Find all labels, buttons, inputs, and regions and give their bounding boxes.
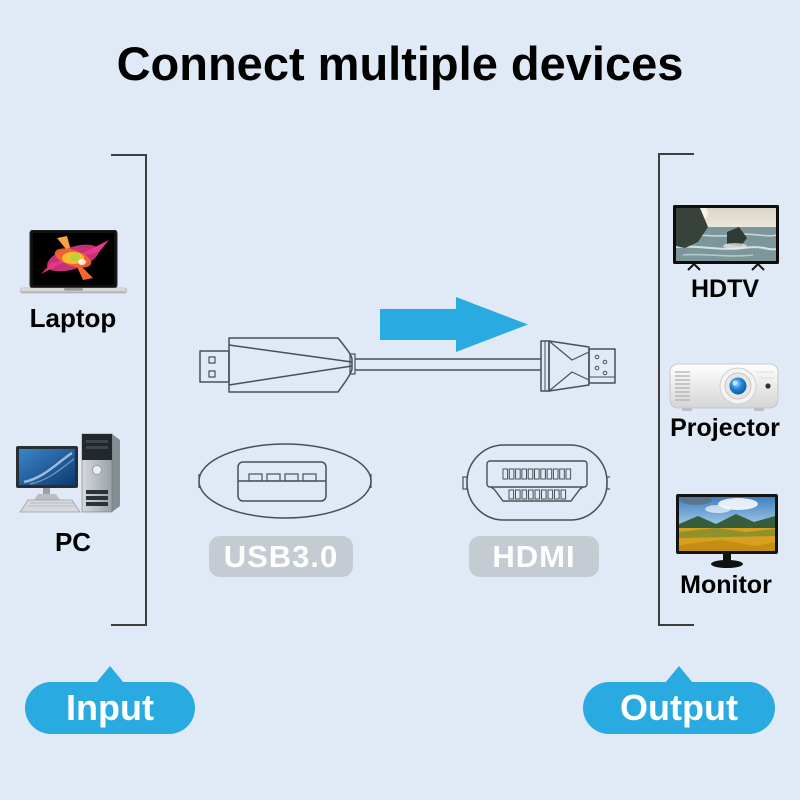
pc-label: PC: [54, 527, 92, 557]
usb-to-hdmi-cable-drawing: [199, 337, 616, 393]
hdmi-port-icon: [462, 444, 610, 521]
output-pointer-icon: [665, 666, 693, 683]
hdtv-label: HDTV: [690, 275, 760, 303]
adapter-drawing: [199, 297, 616, 393]
right-bracket: [658, 153, 694, 626]
output-badge: Output: [583, 666, 775, 734]
right-arrow-icon: [380, 297, 528, 352]
port-diagrams: [198, 443, 610, 521]
hdtv-image: [673, 205, 779, 271]
projector-image: [669, 363, 779, 411]
projector-label: Projector: [670, 414, 780, 442]
laptop-image: [20, 230, 127, 294]
monitor-image: [676, 494, 778, 568]
pc-image: [16, 433, 120, 513]
hdmi-badge: HDMI: [469, 536, 599, 577]
left-bracket: [111, 154, 147, 626]
output-badge-label: Output: [620, 687, 738, 728]
usb-badge: USB3.0: [209, 536, 353, 577]
page-title: Connect multiple devices: [116, 37, 684, 90]
input-badge: Input: [25, 666, 195, 734]
usb-a-port-icon: [198, 443, 372, 519]
laptop-label: Laptop: [29, 303, 117, 333]
input-pointer-icon: [96, 666, 124, 683]
input-badge-label: Input: [66, 687, 154, 728]
monitor-label: Monitor: [680, 571, 772, 599]
